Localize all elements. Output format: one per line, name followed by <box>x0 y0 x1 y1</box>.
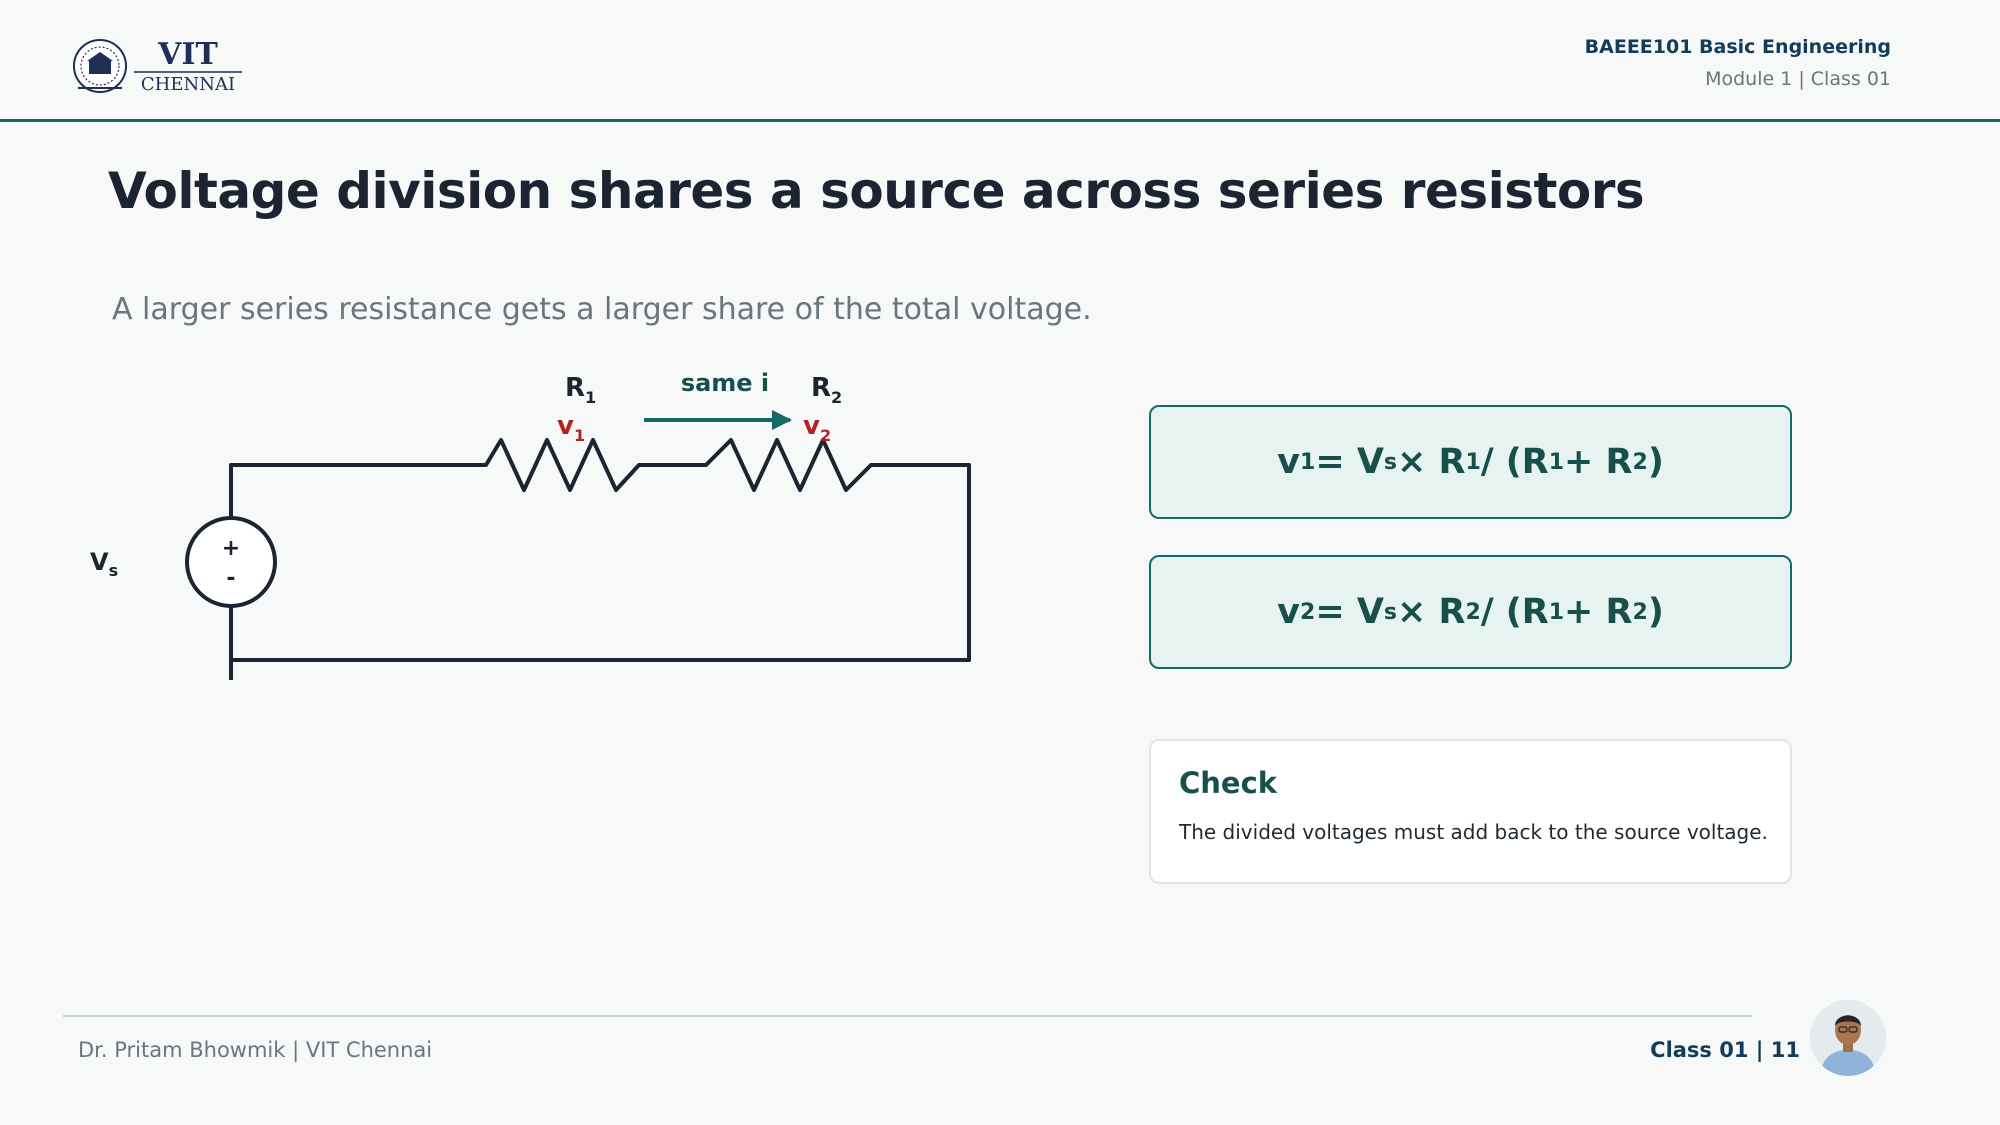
resistor-r1 <box>460 438 675 492</box>
equation-subscript: 1 <box>1548 599 1565 625</box>
footer-divider <box>63 1015 1752 1017</box>
resistor-r2 <box>675 438 910 492</box>
check-card: Check The divided voltages must add back… <box>1149 739 1792 884</box>
slide-subtitle: A larger series resistance gets a larger… <box>112 292 1092 327</box>
course-code: BAEEE101 Basic Engineering <box>1584 36 1891 58</box>
r2-label: R2 <box>811 373 842 407</box>
r1-label: R1 <box>565 373 596 407</box>
v2-label: v2 <box>803 411 831 445</box>
voltage-source <box>185 516 277 608</box>
equation-term: + R <box>1564 442 1633 482</box>
right-bottom-wire <box>229 463 971 662</box>
equation-subscript: 1 <box>1465 449 1481 475</box>
equation-subscript: s <box>1383 599 1398 625</box>
course-module: Module 1 | Class 01 <box>1705 68 1891 90</box>
slide-title: Voltage division shares a source across … <box>108 162 1645 220</box>
source-minus: - <box>226 566 235 591</box>
v1-label: v1 <box>557 411 585 445</box>
vit-logo: VIT CHENNAI <box>73 37 242 95</box>
presenter-avatar <box>1810 1000 1886 1076</box>
equation-term: × R <box>1397 592 1466 632</box>
equation-term: v <box>1277 592 1300 632</box>
equation-subscript: 2 <box>1465 599 1481 625</box>
logo-name: VIT <box>157 37 218 72</box>
current-label: same i <box>681 369 769 397</box>
check-text: The divided voltages must add back to th… <box>1179 820 1768 844</box>
equation-subscript: 2 <box>1632 599 1648 625</box>
source-plus: + <box>222 536 240 561</box>
equation-term: ) <box>1647 442 1664 482</box>
equation-term: + R <box>1564 592 1633 632</box>
check-title: Check <box>1179 766 1278 800</box>
equation-term: / (R <box>1480 592 1549 632</box>
source-label: Vs <box>90 548 118 580</box>
course-info: BAEEE101 Basic Engineering Module 1 | Cl… <box>1585 34 1891 92</box>
equation-subscript: 1 <box>1548 449 1565 475</box>
logo-city: CHENNAI <box>141 74 235 95</box>
slide-header: VIT CHENNAI BAEEE101 Basic Engineering M… <box>0 0 2000 122</box>
equation-term: v <box>1277 442 1300 482</box>
equation-subscript: 1 <box>1300 449 1316 475</box>
equation-term: / (R <box>1480 442 1549 482</box>
equation-subscript: s <box>1383 449 1398 475</box>
footer-author: Dr. Pritam Bhowmik | VIT Chennai <box>78 1038 433 1062</box>
footer-page-number: Class 01 | 11 <box>1650 1038 1800 1062</box>
equation-term: ) <box>1647 592 1664 632</box>
equation-subscript: 2 <box>1300 599 1316 625</box>
equation-term: = V <box>1315 592 1384 632</box>
equation-term: × R <box>1397 442 1466 482</box>
series-circuit-diagram: + - Vs R1 v1 R2 v2 same i <box>90 369 971 680</box>
equation-term: = V <box>1315 442 1384 482</box>
equation-subscript: 2 <box>1632 449 1648 475</box>
